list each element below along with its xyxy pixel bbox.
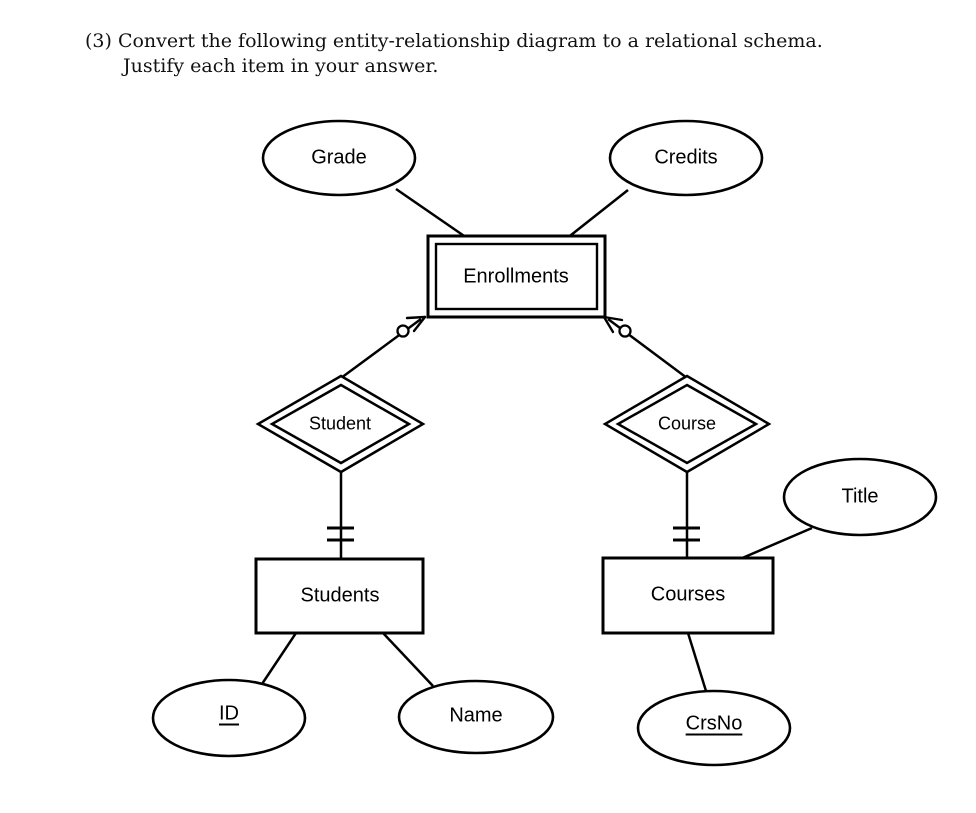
circle-connector-left <box>396 324 410 338</box>
students-label: Students <box>300 584 380 607</box>
grade-ellipse <box>261 119 417 197</box>
arrowhead-left-barb1 <box>405 315 427 320</box>
student-diamond-inner <box>269 383 412 465</box>
courses-box <box>601 556 775 635</box>
edge-student-enrollments <box>340 317 422 380</box>
id-ellipse <box>151 678 307 758</box>
courses-label: Courses <box>650 583 726 606</box>
course-relationship-label: Course <box>657 413 717 434</box>
students-box <box>254 557 425 635</box>
arrowhead-right-barb2 <box>602 315 615 334</box>
course-diamond-inner <box>615 383 759 465</box>
arrowhead-left-barb2 <box>412 315 427 333</box>
course-diamond-outer <box>602 374 772 474</box>
problem-text-line1: (3) Convert the following entity-relatio… <box>85 30 823 52</box>
arrowhead-right-barb1 <box>602 315 624 322</box>
credits-label: Credits <box>654 146 718 169</box>
crsno-label: CrsNo <box>685 712 743 735</box>
title-ellipse <box>782 457 938 537</box>
edge-courses-crsno <box>686 632 708 692</box>
credits-ellipse <box>608 119 764 197</box>
enrollments-label: Enrollments <box>463 265 569 288</box>
name-ellipse <box>397 679 555 755</box>
circle-connector-right <box>618 324 632 338</box>
title-label: Title <box>841 485 879 508</box>
enrollments-box-inner <box>434 242 599 311</box>
edge-grade-enrollments <box>395 187 471 242</box>
problem-text-line2: Justify each item in your answer. <box>123 55 439 77</box>
grade-label: Grade <box>311 146 367 169</box>
edge-students-id <box>260 632 298 685</box>
edge-students-name <box>382 632 434 687</box>
crsno-ellipse <box>636 689 792 767</box>
student-relationship-label: Student <box>308 413 372 434</box>
id-label: ID <box>219 702 239 725</box>
name-label: Name <box>449 704 503 727</box>
enrollments-box-outer <box>426 234 607 319</box>
edge-courses-title <box>739 526 813 561</box>
student-diamond-outer <box>255 374 426 474</box>
edge-credits-enrollments <box>565 189 629 240</box>
